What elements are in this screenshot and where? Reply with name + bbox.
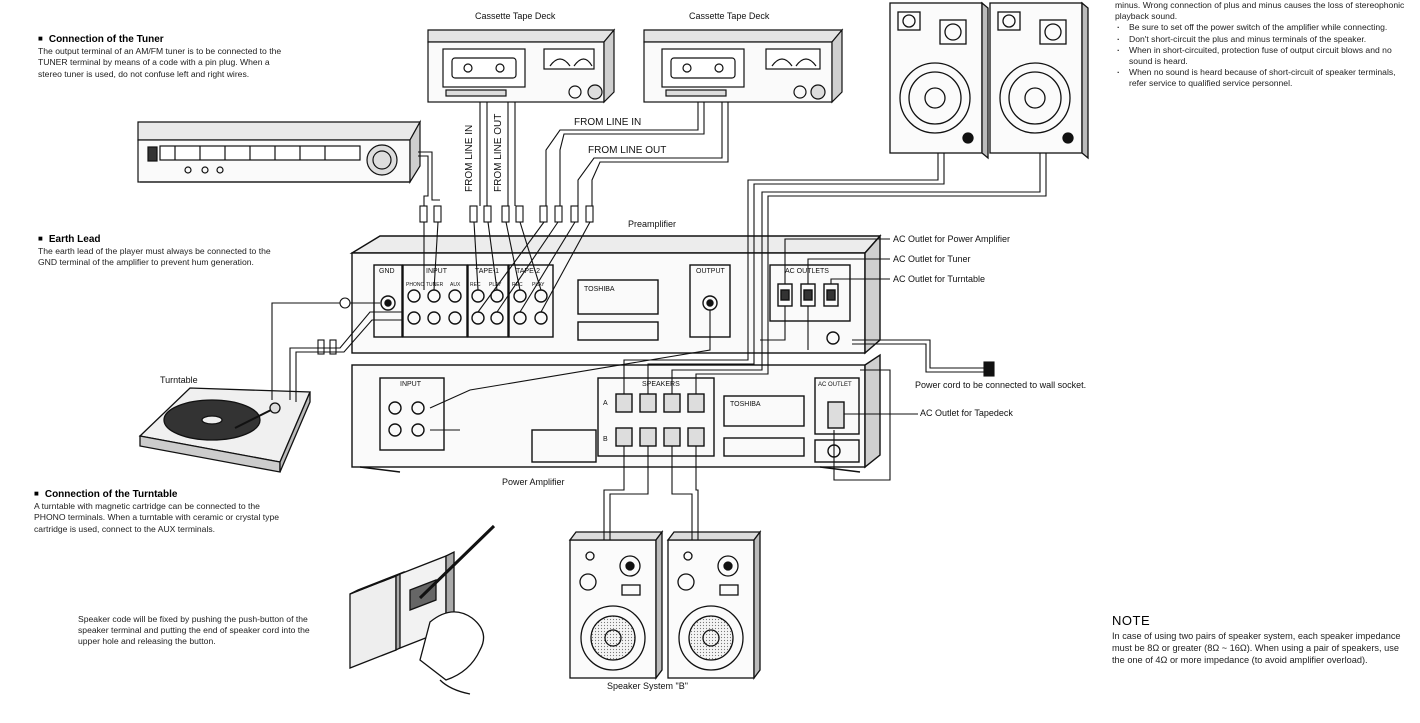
aux-label: AUX: [450, 282, 461, 288]
from-line-in-label: FROM LINE IN: [574, 117, 642, 128]
gnd-label: GND: [379, 268, 395, 275]
power-amplifier: INPUT SPEAKERS A B TOSHIBA AC OUTLET: [351, 353, 881, 473]
tape2-play-label: PLAY: [532, 282, 545, 288]
ac-outlet-tapedeck-label: AC Outlet for Tapedeck: [920, 408, 1013, 418]
from-line-in-vertical-label: FROM LINE IN: [464, 125, 475, 192]
tuner-connection-body: The output terminal of an AM/FM tuner is…: [38, 46, 282, 79]
note-body: In case of using two pairs of speaker sy…: [1112, 631, 1401, 665]
cassette-deck-1-label: Cassette Tape Deck: [475, 11, 556, 21]
tuner-connection-section: Connection of the Tuner The output termi…: [38, 33, 288, 80]
speaker-system-a-left: [889, 1, 989, 160]
speaker-system-b-label: Speaker System "B": [607, 681, 688, 691]
cassette-deck-2-label: Cassette Tape Deck: [689, 11, 770, 21]
cassette-tape-deck-1: [427, 28, 616, 104]
from-line-out-label: FROM LINE OUT: [588, 145, 667, 156]
turntable-connection-body: A turntable with magnetic cartridge can …: [34, 501, 280, 534]
preamplifier: GND INPUT PHONO TUNER AUX TAPE-1 REC PLA…: [349, 234, 882, 355]
speaker-system-a-right: [989, 1, 1089, 160]
tape1-label: TAPE-1: [475, 268, 499, 275]
power-amplifier-label: Power Amplifier: [502, 477, 565, 487]
speaker-warning-item: Be sure to set off the power switch of t…: [1117, 22, 1413, 33]
output-label: OUTPUT: [696, 268, 726, 275]
note-heading: NOTE: [1112, 613, 1151, 628]
ac-outlets-label: AC OUTLETS: [785, 268, 829, 275]
turntable-connection-heading: Connection of the Turntable: [34, 488, 284, 500]
turntable-connection-section: Connection of the Turntable A turntable …: [34, 488, 284, 535]
earth-lead-body: The earth lead of the player must always…: [38, 246, 271, 268]
speaker-terminal-illustration: [349, 524, 496, 695]
speaker-warning-list: Be sure to set off the power switch of t…: [1115, 22, 1413, 89]
tape1-rec-label: REC: [470, 282, 481, 288]
speaker-warning-item: Don't short-circuit the plus and minus t…: [1117, 34, 1413, 45]
cassette-tape-deck-2: [643, 28, 844, 104]
turntable-label: Turntable: [160, 375, 198, 385]
ac-outlet-turntable-label: AC Outlet for Turntable: [893, 274, 986, 284]
speaker-warnings: minus. Wrong connection of plus and minu…: [1115, 0, 1413, 90]
pa-input-label: INPUT: [400, 381, 422, 388]
speaker-b-terminal-label: B: [603, 436, 608, 443]
tape1-play-label: PLAY: [489, 282, 502, 288]
speaker-a-label: A: [603, 400, 608, 407]
speakers-label: SPEAKERS: [642, 381, 680, 388]
earth-lead-section: Earth Lead The earth lead of the player …: [38, 233, 288, 269]
speaker-warning-item: When no sound is heard because of short-…: [1117, 67, 1413, 89]
tape2-label: TAPE-2: [516, 268, 540, 275]
preamp-brand-label: TOSHIBA: [584, 286, 615, 293]
power-cord-label: Power cord to be connected to wall socke…: [915, 380, 1087, 390]
ac-outlet-power-amp-label: AC Outlet for Power Amplifier: [893, 234, 1011, 244]
ac-outlet-tuner-label: AC Outlet for Tuner: [893, 254, 971, 264]
connection-cables: [271, 102, 1047, 540]
speaker-system-b-left: [568, 530, 664, 680]
tuner-connection-heading: Connection of the Tuner: [38, 33, 288, 45]
ac-outlet-label: AC OUTLET: [818, 382, 852, 388]
preamplifier-label: Preamplifier: [628, 219, 677, 229]
tape2-rec-label: REC: [512, 282, 523, 288]
note-section: NOTE In case of using two pairs of speak…: [1112, 613, 1408, 666]
speaker-system-b-right: [666, 530, 762, 680]
am-fm-tuner: [137, 119, 422, 185]
earth-lead-heading: Earth Lead: [38, 233, 288, 245]
phono-label: PHONO: [406, 282, 424, 288]
speaker-code-text: Speaker code will be fixed by pushing th…: [78, 614, 310, 647]
pa-brand-label: TOSHIBA: [730, 401, 761, 408]
input-label: INPUT: [426, 268, 448, 275]
turntable: [138, 387, 311, 473]
speaker-warning-intro: minus. Wrong connection of plus and minu…: [1115, 0, 1405, 22]
from-line-out-vertical-label: FROM LINE OUT: [493, 114, 504, 192]
speaker-warning-item: When in short-circuited, protection fuse…: [1117, 45, 1413, 67]
